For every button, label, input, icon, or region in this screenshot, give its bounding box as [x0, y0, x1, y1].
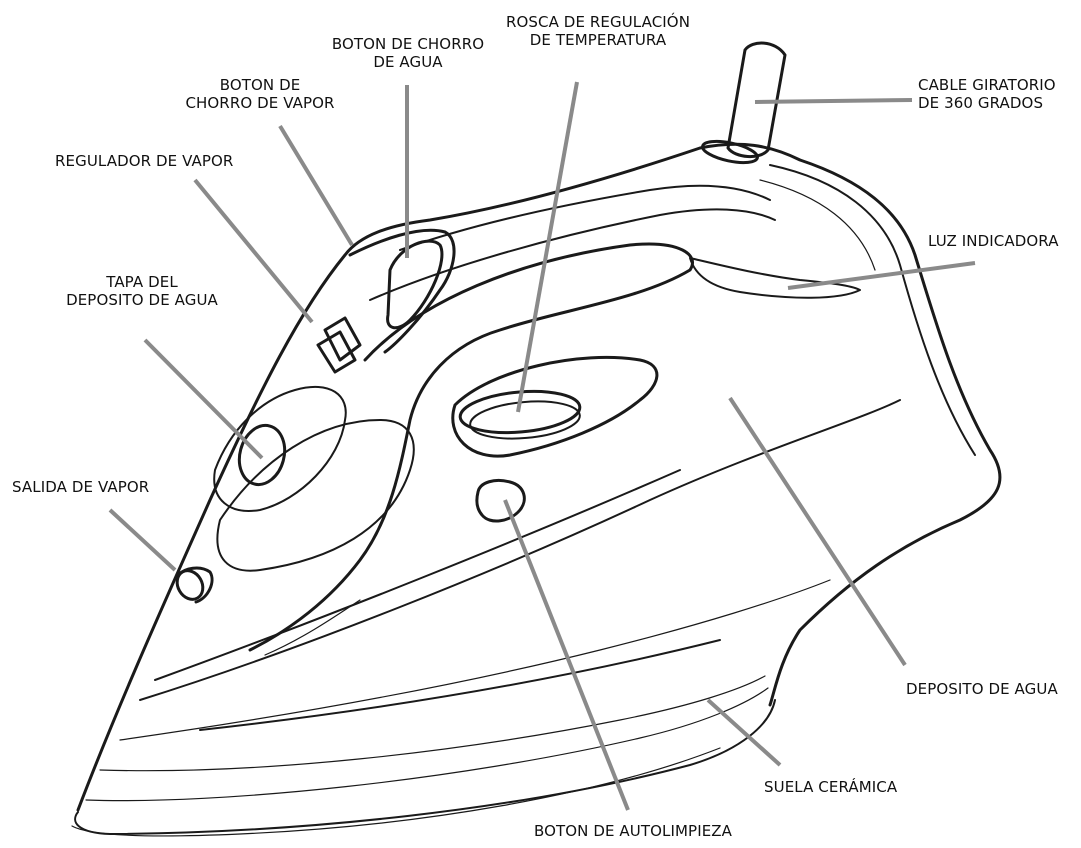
body-sweep-3 [119, 579, 831, 741]
water-tank-lid [237, 423, 287, 487]
body-sweep-5 [264, 599, 361, 656]
iron-body-outline [76, 142, 1002, 812]
body-sweep-1 [139, 399, 901, 701]
handle-inner-arc-2 [759, 179, 876, 271]
handle-top-band [399, 184, 771, 251]
label-suela-ceramica: SUELA CERÁMICA [764, 778, 924, 796]
soleplate-outline [74, 699, 776, 835]
water-tank-lid-panel [213, 385, 347, 512]
handle-grip [248, 242, 694, 652]
self-clean-button [475, 478, 526, 523]
temperature-dial [458, 389, 582, 435]
label-luz-indicadora: LUZ INDICADORA [928, 232, 1078, 250]
handle-inner-arc [769, 164, 976, 456]
label-tapa-deposito-line-2: DEPOSITO DE AGUA [66, 291, 218, 309]
label-tapa-deposito: TAPA DEL DEPOSITO DE AGUA [52, 273, 232, 309]
label-boton-autolimpieza: BOTON DE AUTOLIMPIEZA [528, 822, 738, 840]
label-rosca-temperatura-line-2: DE TEMPERATURA [529, 31, 667, 49]
steam-shot-button [348, 228, 456, 354]
label-boton-chorro-agua-line-2: DE AGUA [373, 53, 443, 71]
label-boton-chorro-agua-line-1: BOTON DE CHORRO [331, 35, 485, 53]
leader-regulador-vapor [193, 178, 314, 324]
soleplate-edge-3 [99, 675, 766, 772]
leader-luz-indicadora [787, 261, 976, 290]
label-boton-chorro-vapor-line-2: CHORRO DE VAPOR [185, 94, 335, 112]
body-sweep-4 [199, 639, 721, 731]
label-boton-autolimpieza-line-1: BOTON DE AUTOLIMPIEZA [533, 822, 733, 840]
label-luz-indicadora-line-1: LUZ INDICADORA [928, 232, 1059, 250]
label-regulador-vapor-line-1: REGULADOR DE VAPOR [55, 152, 234, 170]
leader-suela-ceramica [706, 698, 782, 767]
label-rosca-temperatura: ROSCA DE REGULACIÓN DE TEMPERATURA [498, 13, 698, 49]
handle-top-band-2 [369, 208, 776, 301]
label-boton-chorro-vapor-line-1: BOTON DE [219, 76, 301, 94]
front-panel [216, 419, 415, 572]
label-deposito-agua-line-1: DEPOSITO DE AGUA [906, 680, 1058, 698]
label-rosca-temperatura-line-1: ROSCA DE REGULACIÓN [505, 13, 691, 31]
label-cable-giratorio-line-1: CABLE GIRATORIO [918, 76, 1056, 94]
label-salida-vapor: SALIDA DE VAPOR [12, 478, 182, 496]
leader-rosca-temperatura [516, 81, 579, 413]
label-cable-giratorio-line-2: DE 360 GRADOS [918, 94, 1044, 112]
label-deposito-agua: DEPOSITO DE AGUA [906, 680, 1076, 698]
leader-cable-giratorio [754, 98, 913, 104]
steam-outlet-body [176, 566, 214, 604]
cord-base [701, 139, 759, 165]
leader-boton-autolimpieza [503, 499, 630, 811]
leader-tapa-deposito [143, 338, 264, 460]
leader-deposito-agua [728, 396, 907, 667]
label-regulador-vapor: REGULADOR DE VAPOR [55, 152, 255, 170]
label-salida-vapor-line-1: SALIDA DE VAPOR [12, 478, 150, 496]
steam-regulator [323, 316, 362, 362]
temperature-dial-plate [451, 355, 659, 458]
label-tapa-deposito-line-1: TAPA DEL [106, 273, 178, 291]
body-sweep-2 [154, 469, 681, 681]
leader-boton-chorro-vapor [278, 124, 354, 247]
indicator-light-slot [689, 257, 861, 299]
swivel-cord [726, 41, 787, 158]
water-spray-button [386, 239, 444, 330]
steam-regulator-cap [316, 330, 357, 374]
label-boton-chorro-agua: BOTON DE CHORRO DE AGUA [328, 35, 488, 71]
label-boton-chorro-vapor: BOTON DE CHORRO DE VAPOR [170, 76, 350, 112]
temperature-dial-rim [469, 400, 581, 440]
soleplate-edge-2 [85, 687, 769, 802]
leader-lines [108, 81, 976, 811]
leader-salida-vapor [108, 508, 177, 572]
label-suela-ceramica-line-1: SUELA CERÁMICA [764, 778, 898, 796]
iron-drawing [71, 41, 1002, 837]
label-cable-giratorio: CABLE GIRATORIO DE 360 GRADOS [918, 76, 1078, 112]
